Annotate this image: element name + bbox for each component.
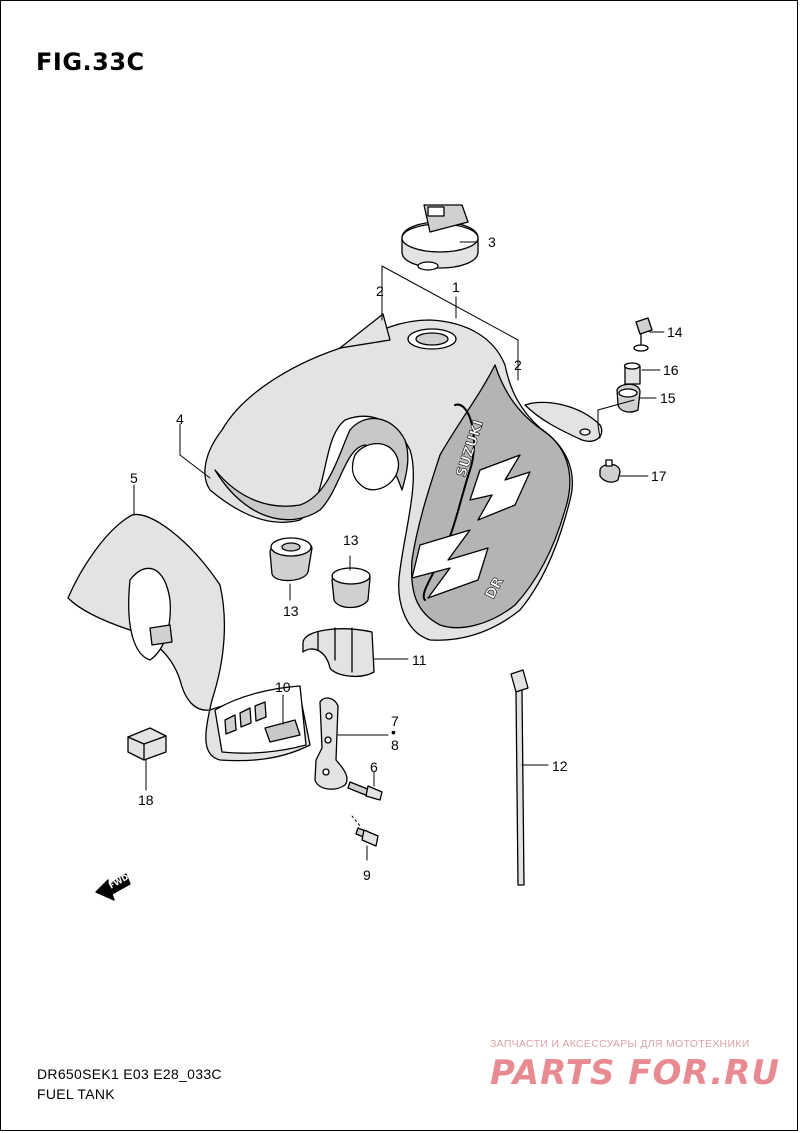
bolt-9[interactable] [355,827,379,847]
callout-9: 9 [363,867,371,883]
callout-14: 14 [667,324,683,340]
fwd-arrow [95,873,131,901]
callout-17: 17 [651,468,667,484]
callout-3: 3 [488,234,496,250]
callout-7-8-dot: • [391,724,396,740]
callout-11: 11 [412,652,427,668]
callout-13-right: 13 [343,532,359,548]
callout-16: 16 [663,362,679,378]
callout-12: 12 [552,758,568,774]
callout-7: 7 [391,713,399,729]
callout-6: 6 [370,759,378,775]
callout-4: 4 [176,411,184,427]
figure-title: FIG.33C [36,48,145,76]
cushion-11[interactable] [302,627,375,678]
watermark-tagline: ЗАПЧАСТИ И АКСЕССУАРЫ ДЛЯ МОТОТЕХНИКИ [490,1038,750,1050]
callout-5: 5 [130,470,138,486]
callout-13-left: 13 [283,603,299,619]
watermark-logo-text: PARTS FOR.RU [490,1053,780,1092]
cushion-13-right[interactable] [331,567,371,609]
cushion-18[interactable] [127,727,167,761]
cushion-13-left[interactable] [269,537,313,582]
fuel-tank[interactable] [204,313,603,641]
callout-15: 15 [660,390,676,406]
figure-caption: FUEL TANK [37,1086,115,1102]
callout-2-right: 2 [514,357,522,373]
callout-2-left: 2 [376,283,384,299]
leader-lines [133,241,665,861]
fuel-cap[interactable] [401,204,479,271]
cushion-17[interactable] [599,459,621,483]
bolt-6[interactable] [347,781,383,801]
side-cover-5[interactable] [67,513,311,762]
callout-1: 1 [452,279,460,295]
cable-tie-12[interactable] [510,669,529,886]
callout-18: 18 [138,792,154,808]
watermark-logo: PARTS FOR.RU [490,1053,780,1092]
callout-10: 10 [275,679,291,695]
bolt-14[interactable] [633,317,653,352]
cushion-15[interactable] [616,383,641,413]
bracket-7-8[interactable] [314,697,348,790]
callout-8: 8 [391,737,399,753]
spacer-16[interactable] [623,362,641,385]
model-code: DR650SEK1 E03 E28_033C [37,1066,222,1082]
